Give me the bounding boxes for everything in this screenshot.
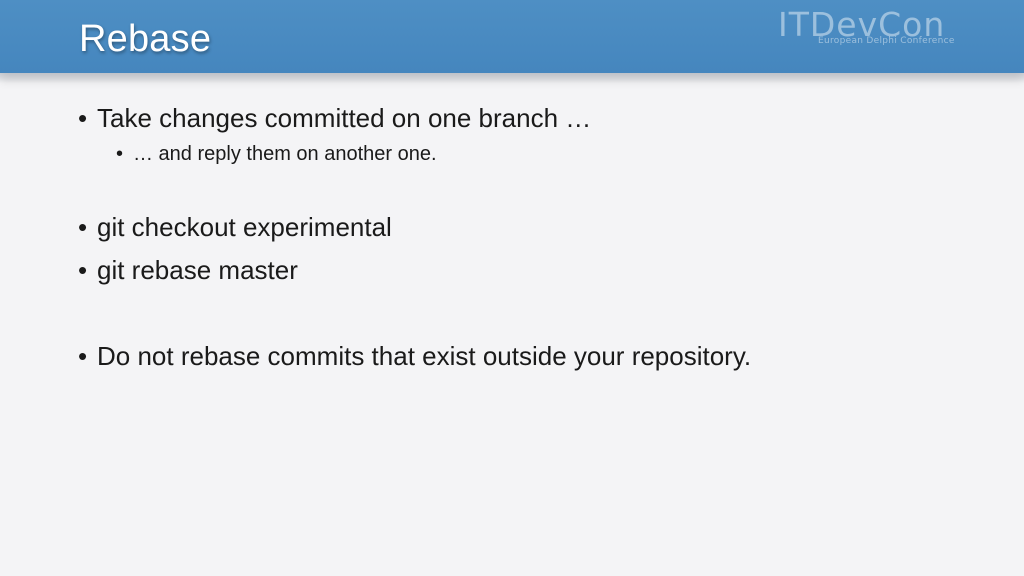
itdevcon-logo: ITDevCon European Delphi Conference [778,5,983,50]
logo-tagline: European Delphi Conference [818,36,955,46]
header-bar: Rebase ITDevCon European Delphi Conferen… [0,0,1024,73]
bullet-text: git rebase master [97,255,298,285]
bullet-dot: • [78,103,88,133]
logo-wordmark: ITDevCon [778,5,946,44]
bullet-dot: • [78,212,88,242]
bullet-text: git checkout experimental [97,212,392,242]
bullet-dot: • [78,255,88,285]
bullet-text: Do not rebase commits that exist outside… [97,341,752,371]
slide-title: Rebase [79,18,212,60]
bullet-dot: • [116,143,124,165]
bullet-dot: • [78,341,88,371]
bullet-text: … and reply them on another one. [133,143,437,165]
bullet-text: Take changes committed on one branch … [97,103,592,133]
header-shadow [0,73,1024,83]
